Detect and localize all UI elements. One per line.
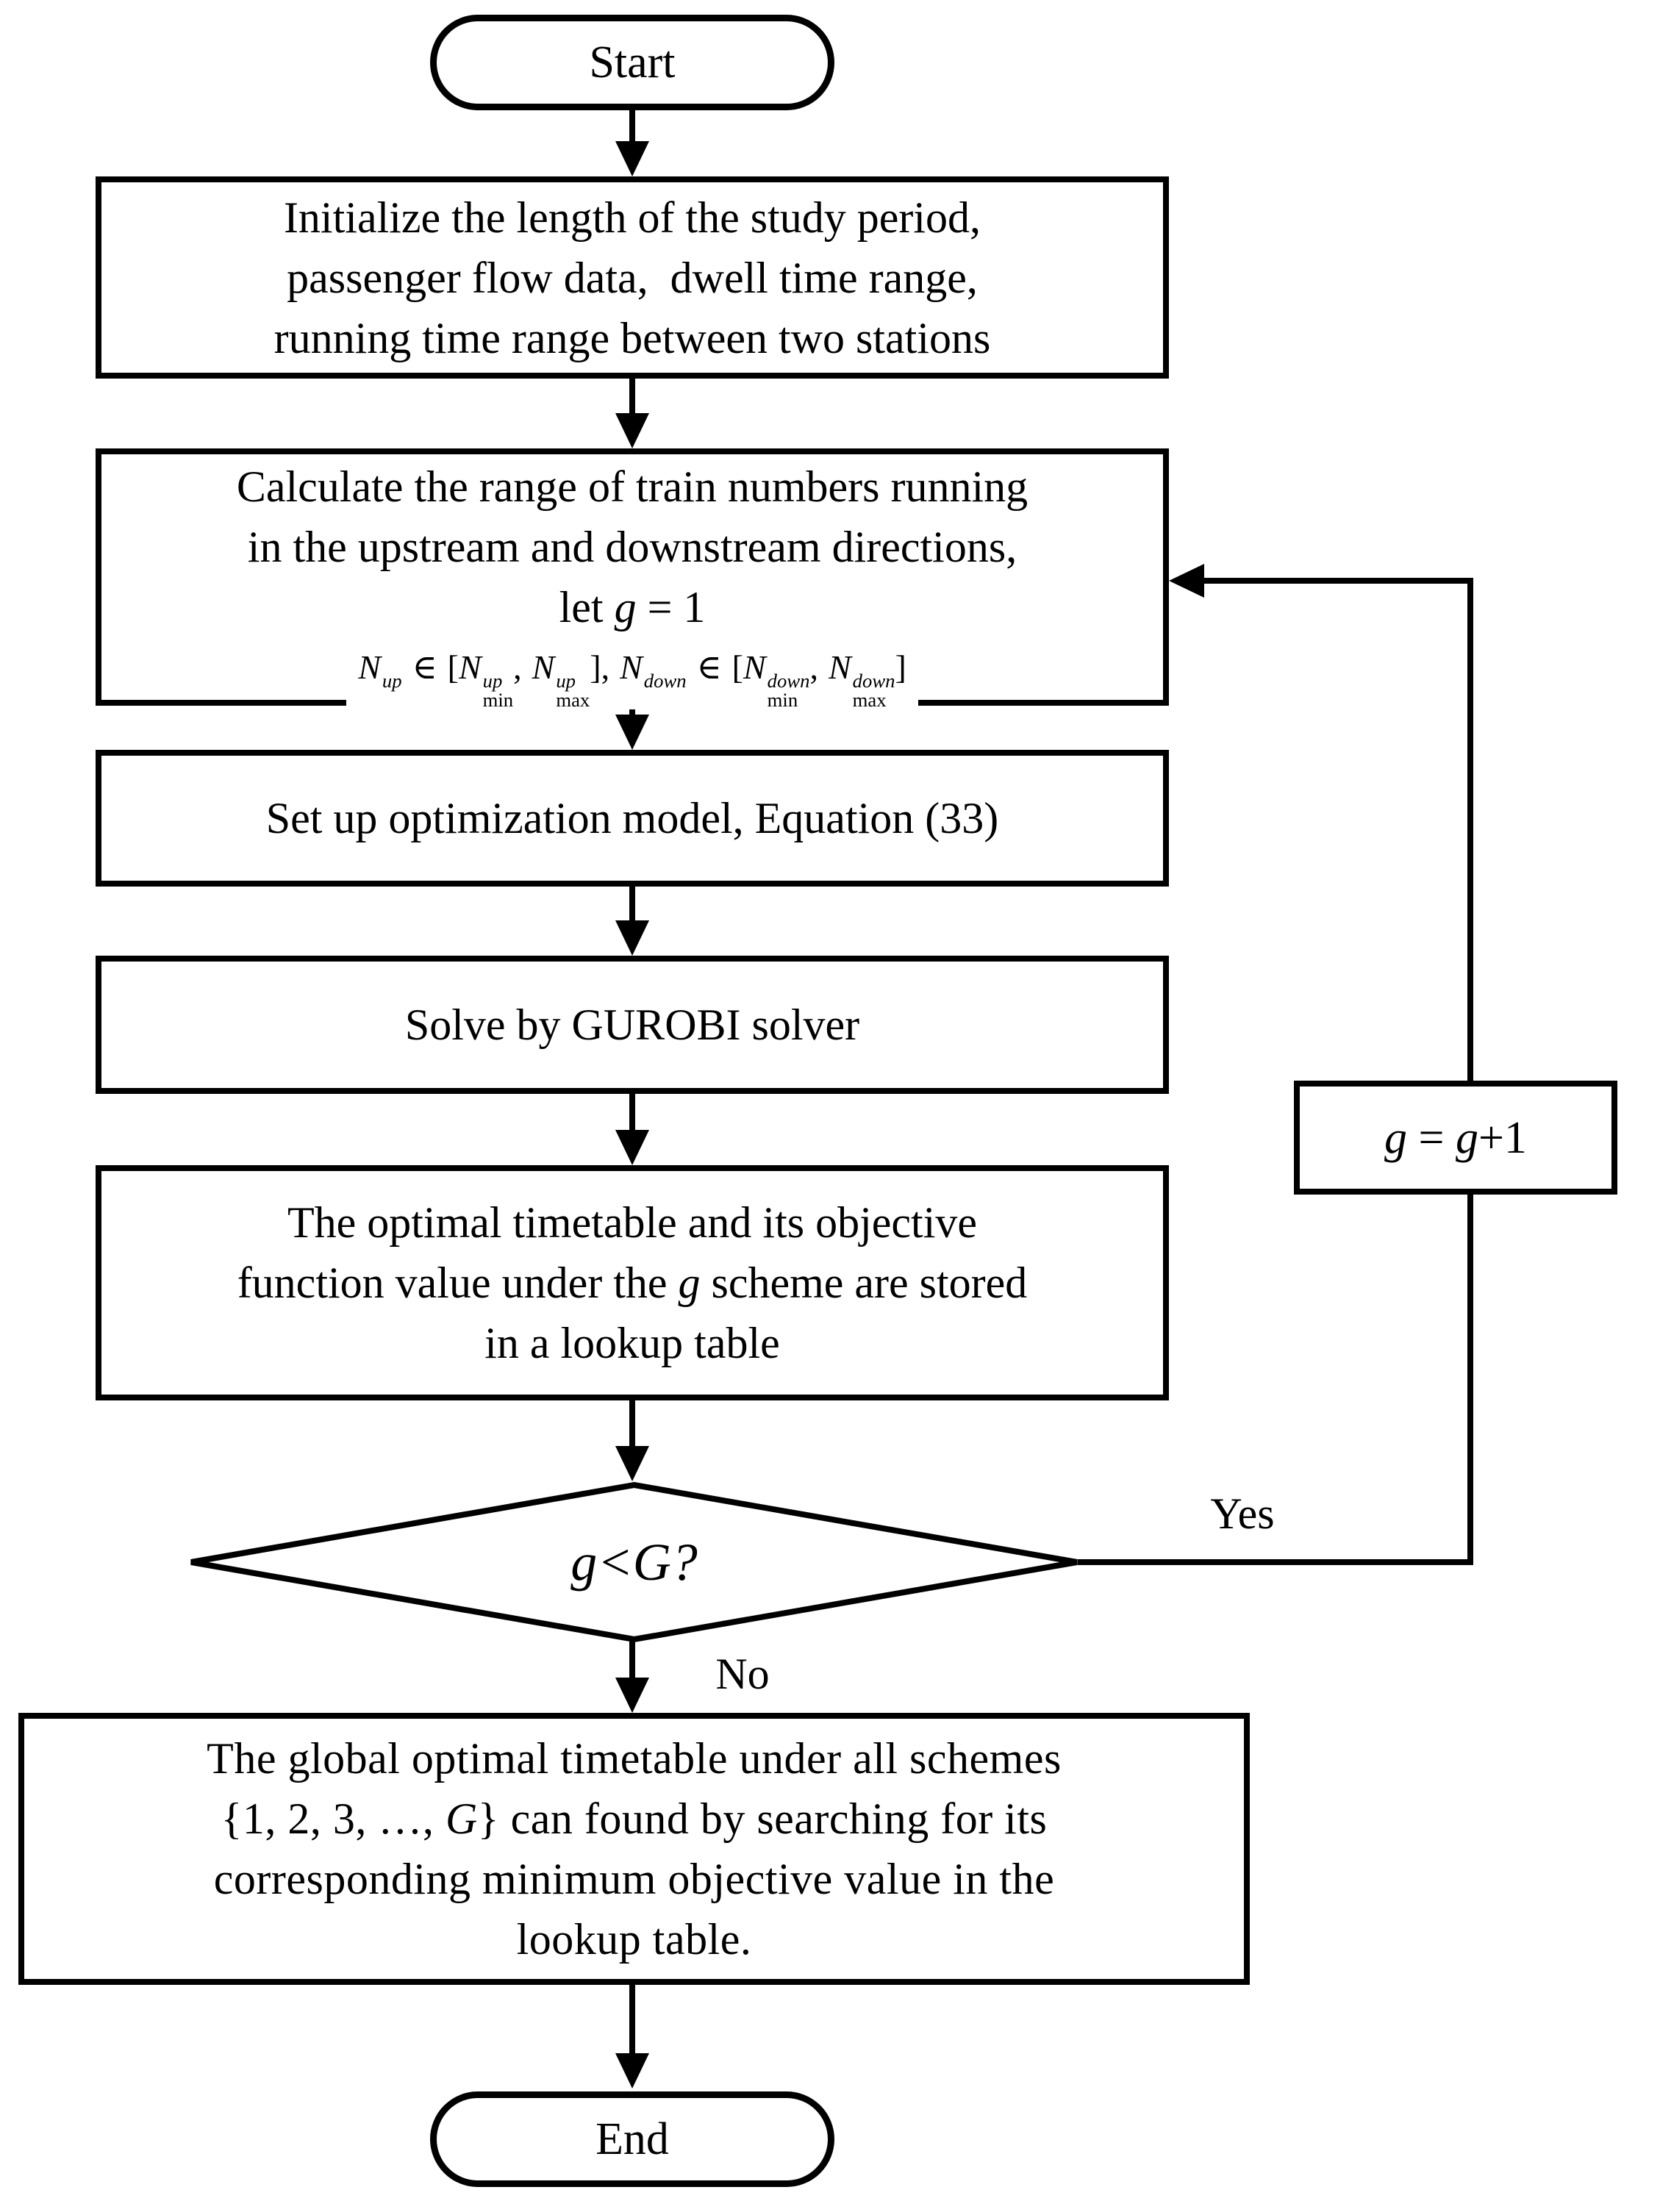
arrow-start-init-shaft xyxy=(629,109,635,147)
arrow-solve-store-shaft xyxy=(629,1092,635,1134)
arrow-model-solve-head xyxy=(615,920,649,956)
solve-box-label: Solve by GUROBI solver xyxy=(404,1001,860,1049)
end-node: End xyxy=(430,2091,834,2187)
arrow-model-solve-shaft xyxy=(629,885,635,923)
final-line-2: {1, 2, 3, …, G} can found by searching f… xyxy=(221,1794,1048,1843)
solve-box: Solve by GUROBI solver xyxy=(96,956,1169,1094)
final-line-1: The global optimal timetable under all s… xyxy=(207,1734,1062,1783)
yes-line-horizontal xyxy=(1078,1559,1473,1565)
yes-label: Yes xyxy=(1210,1489,1275,1538)
store-line-1: The optimal timetable and its objective xyxy=(287,1198,978,1247)
arrow-start-init-head xyxy=(615,141,649,176)
start-label: Start xyxy=(589,37,676,87)
calculate-let-line: let g = 1 xyxy=(559,583,706,632)
diamond-shape-icon xyxy=(190,1481,1078,1643)
no-label: No xyxy=(715,1650,770,1698)
increment-box: g = g+1 xyxy=(1294,1081,1617,1195)
calculate-box: Calculate the range of train numbers run… xyxy=(96,448,1169,711)
arrow-decision-final-shaft xyxy=(629,1642,635,1683)
arrow-calc-model-head xyxy=(615,715,649,750)
final-box: The global optimal timetable under all s… xyxy=(18,1713,1250,1985)
store-box: The optimal timetable and its objective … xyxy=(96,1165,1169,1400)
loop-line-vertical xyxy=(1467,578,1473,1565)
arrow-solve-store-head xyxy=(615,1130,649,1165)
initialize-line-1: Initialize the length of the study perio… xyxy=(283,193,981,242)
initialize-line-3: running time range between two stations xyxy=(273,313,991,362)
arrow-final-end-shaft xyxy=(629,1983,635,2057)
start-node: Start xyxy=(430,15,834,110)
arrow-init-calc-head xyxy=(615,413,649,448)
initialize-line-2: passenger flow data, dwell time range, xyxy=(287,253,978,302)
decision-diamond: g<G? xyxy=(187,1481,1081,1643)
loop-line-top-horizontal xyxy=(1200,578,1473,584)
arrow-store-decision-shaft xyxy=(629,1399,635,1450)
arrow-decision-final-head xyxy=(615,1678,649,1713)
model-box-label: Set up optimization model, Equation (33) xyxy=(265,794,999,842)
arrow-store-decision-head xyxy=(615,1446,649,1481)
calculate-line-1: Calculate the range of train numbers run… xyxy=(236,462,1028,512)
arrow-final-end-head xyxy=(615,2053,649,2088)
initialize-box: Initialize the length of the study perio… xyxy=(96,176,1169,379)
store-line-3: in a lookup table xyxy=(484,1319,780,1367)
arrow-calc-model-shaft xyxy=(629,704,635,720)
loop-arrow-head xyxy=(1169,564,1204,598)
decision-label: g<G? xyxy=(570,1532,698,1592)
final-line-3: corresponding minimum objective value in… xyxy=(213,1855,1055,1903)
increment-label: g = g+1 xyxy=(1384,1112,1527,1163)
end-label: End xyxy=(595,2114,669,2164)
store-line-2: function value under the g scheme are st… xyxy=(237,1259,1028,1307)
calculate-line-2: in the upstream and downstream direction… xyxy=(247,523,1017,572)
model-box: Set up optimization model, Equation (33) xyxy=(96,750,1169,887)
final-line-4: lookup table. xyxy=(516,1915,752,1964)
arrow-init-calc-shaft xyxy=(629,377,635,418)
